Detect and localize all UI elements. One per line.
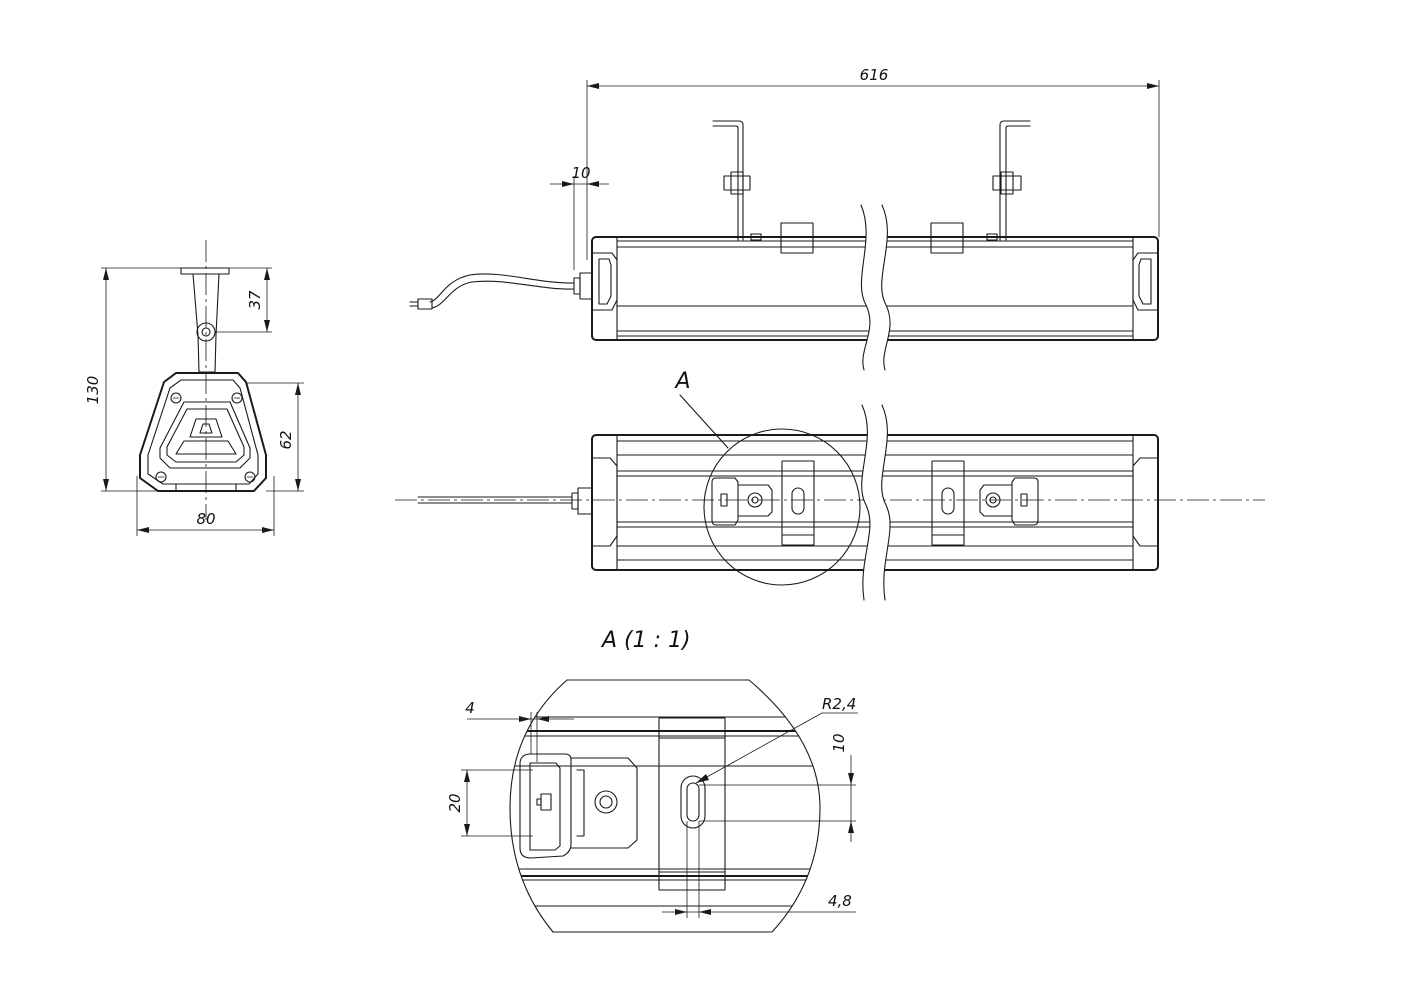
detail-dimensions: 4 20 10 R2,4 4,8: [446, 695, 858, 918]
dim-detail-slot-radius: R2,4: [822, 695, 856, 713]
detail-title: А (1 : 1): [600, 628, 691, 653]
end-view-dimensions: 130 37 62 80: [84, 267, 304, 536]
dim-bracket-height: 37: [246, 290, 264, 310]
side-view: [409, 120, 1159, 371]
detail-callout-label: А: [673, 369, 690, 394]
end-view: [139, 240, 267, 520]
dim-body-width: 80: [196, 510, 215, 528]
top-view: А: [395, 369, 1265, 601]
dim-overall-height: 130: [84, 376, 102, 405]
detail-view: [509, 679, 821, 933]
dim-detail-offset: 4: [465, 699, 475, 717]
dim-cable-gland-offset: 10: [571, 164, 590, 182]
dim-overall-length: 616: [860, 66, 889, 84]
dim-detail-slot-pitch: 10: [830, 733, 848, 752]
dim-body-height: 62: [277, 430, 295, 449]
dim-detail-slot-width: 4,8: [828, 892, 852, 910]
dim-detail-height: 20: [446, 793, 464, 812]
side-view-dimensions: 616 10: [550, 66, 1160, 270]
